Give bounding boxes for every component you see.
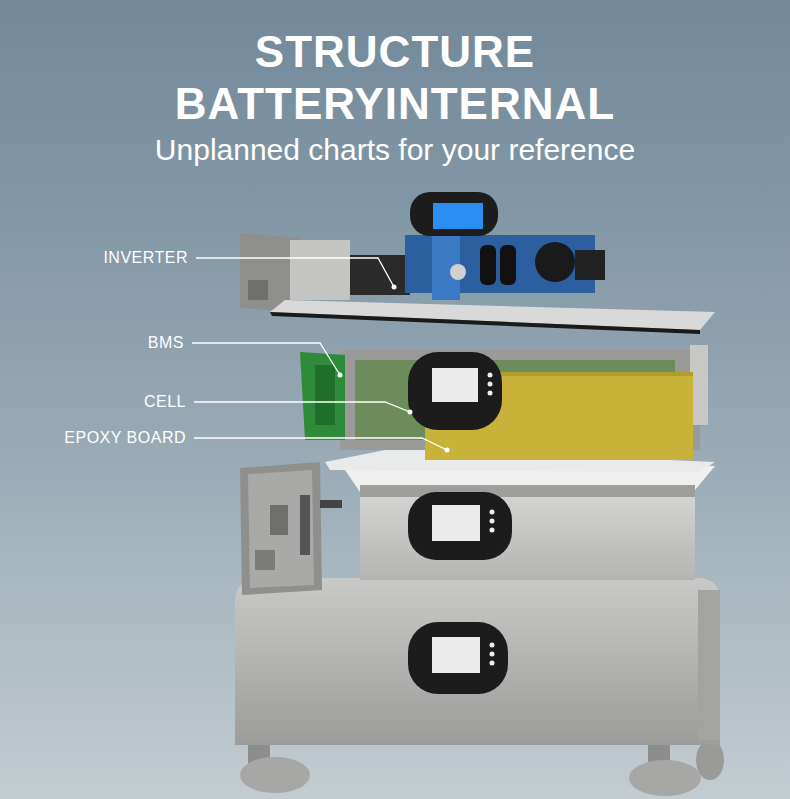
leader-lines (192, 258, 447, 450)
battery-module (345, 466, 715, 580)
inverter-layer (240, 192, 715, 334)
subtitle: Unplanned charts for your reference (155, 133, 635, 167)
leader-dots (338, 285, 450, 453)
part-label: EPOXY BOARD (64, 429, 186, 447)
title-heading: STRUCTURE BATTERYINTERNAL (135, 26, 655, 130)
side-panel (240, 462, 342, 595)
part-label: BMS (148, 334, 184, 352)
part-label: INVERTER (103, 249, 188, 267)
base-unit (235, 578, 720, 745)
part-label: CELL (144, 393, 186, 411)
